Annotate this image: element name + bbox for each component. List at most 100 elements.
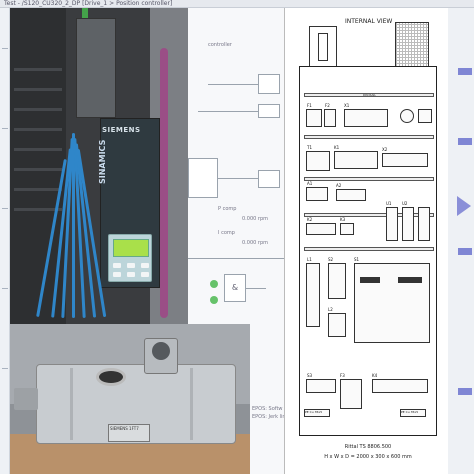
component-label: S2 (328, 257, 334, 262)
drive-module[interactable] (386, 207, 398, 241)
window-titlebar: Test - /S120_CU320_2_DP [Drive_1 > Posit… (0, 0, 474, 8)
rack-slat (14, 188, 62, 191)
rack-slat (14, 128, 62, 131)
strip-tick (2, 288, 8, 289)
circuit-breaker[interactable] (306, 109, 322, 127)
speed-value-2: 0.000 rpm (242, 240, 269, 246)
control-switch[interactable] (418, 109, 432, 123)
purple-cable (160, 48, 168, 318)
terminal-block-group[interactable] (382, 153, 428, 167)
io-module[interactable] (336, 189, 366, 201)
din-rail (304, 247, 434, 251)
fan-blade (318, 33, 328, 61)
terminal-strip[interactable] (306, 379, 336, 393)
panel-button (127, 272, 135, 277)
status-led-green (210, 296, 218, 304)
diagram-block[interactable] (258, 104, 280, 118)
component-label: U2 (402, 201, 408, 206)
component-label: L1 (307, 257, 312, 262)
diagram-block[interactable] (258, 170, 280, 188)
and-gate-block[interactable]: & (224, 274, 246, 302)
motor-rib (70, 368, 73, 440)
controller-label: controller (208, 42, 232, 48)
drive-module[interactable] (402, 207, 414, 241)
sinamics-logo: SINAMICS (98, 139, 107, 184)
operator-panel (108, 234, 152, 282)
strip-tick (2, 128, 8, 129)
pe-busbar-label: PE Cu 35x5 (305, 410, 323, 414)
bus-connector (76, 18, 116, 118)
component-label: K2 (307, 217, 313, 222)
filter-fan-icon (309, 26, 337, 68)
connector-marker (458, 138, 472, 145)
connector-marker (458, 248, 472, 255)
power-supply-module[interactable] (306, 151, 330, 171)
panel-button (113, 272, 121, 277)
rack-slat (14, 108, 62, 111)
drive-photo: SIEMENS SINAMICS (10, 8, 188, 324)
drive-module[interactable] (418, 207, 430, 241)
power-connector-icon (152, 342, 170, 360)
pe-busbar-label: PE Cu 35x5 (401, 410, 419, 414)
line-filter[interactable] (306, 263, 320, 327)
lcd-display (113, 239, 149, 257)
epos-jerk-label: EPOS: Jerk lim (252, 414, 288, 420)
epos-software-label: EPOS: Softw (252, 406, 283, 412)
diagram-line (188, 258, 288, 259)
component-label: T1 (307, 145, 312, 150)
block-diagram-area: controller P comp 0.000 rpm I comp 0.000… (188, 8, 288, 474)
drive-terminal (360, 277, 380, 283)
diagram-line (208, 84, 258, 85)
diagram-block[interactable] (258, 74, 280, 94)
panel-button (127, 263, 135, 268)
terminal-block-group[interactable] (344, 109, 388, 127)
component-label: K3 (340, 217, 346, 222)
plc-module[interactable] (306, 187, 328, 201)
reactor[interactable] (328, 263, 346, 299)
connector-marker (458, 68, 472, 75)
siemens-logo: SIEMENS (102, 126, 141, 134)
speed-value-1: 0.000 rpm (242, 216, 269, 222)
panel-button (141, 272, 149, 277)
cabinet-frame-outline: DIN RAIL F1 F2 X1 T1 K1 X2 A1 A2 U1 U2 (299, 66, 437, 436)
component-label: K1 (334, 145, 340, 150)
pe-busbar[interactable] (304, 409, 330, 417)
relay-group[interactable] (334, 151, 378, 169)
panel-button (113, 263, 121, 268)
circuit-breaker[interactable] (324, 109, 336, 127)
component-label: S1 (354, 257, 360, 262)
blue-wire (72, 133, 75, 318)
p-comp-label: P comp (218, 206, 237, 212)
component-label: F3 (340, 373, 345, 378)
terminal-strip[interactable] (372, 379, 428, 393)
vent-grille-icon (395, 22, 429, 68)
component-label: A2 (336, 183, 342, 188)
i-comp-label: I comp (218, 230, 235, 236)
component-label: K4 (372, 373, 378, 378)
strip-tick (2, 208, 8, 209)
diagram-line (218, 178, 258, 179)
component-label: F2 (325, 103, 330, 108)
pe-busbar[interactable] (400, 409, 426, 417)
connector-marker (458, 388, 472, 395)
lifting-eye (96, 368, 126, 386)
motor-shaft (14, 388, 38, 410)
indicator-lamp[interactable] (400, 109, 414, 123)
panel-button (141, 263, 149, 268)
rack-slat (14, 68, 62, 71)
contactor-group[interactable] (306, 223, 336, 235)
contactor[interactable] (340, 223, 354, 235)
braking-resistor[interactable] (328, 313, 346, 337)
main-drive-unit[interactable] (354, 263, 430, 343)
enclosure-dimensions: H x W x D = 2000 x 300 x 600 mm (324, 454, 412, 460)
component-label: L2 (328, 307, 333, 312)
diagram-block[interactable] (188, 158, 218, 198)
motor-photo: SIEMENS 1FT7 (10, 324, 250, 474)
rail-label: DIN RAIL (363, 93, 376, 97)
strip-tick (2, 48, 8, 49)
strip-tick (2, 368, 8, 369)
din-rail (304, 177, 434, 181)
rack-slat (14, 88, 62, 91)
motor-rib (190, 368, 193, 440)
transformer[interactable] (340, 379, 362, 409)
